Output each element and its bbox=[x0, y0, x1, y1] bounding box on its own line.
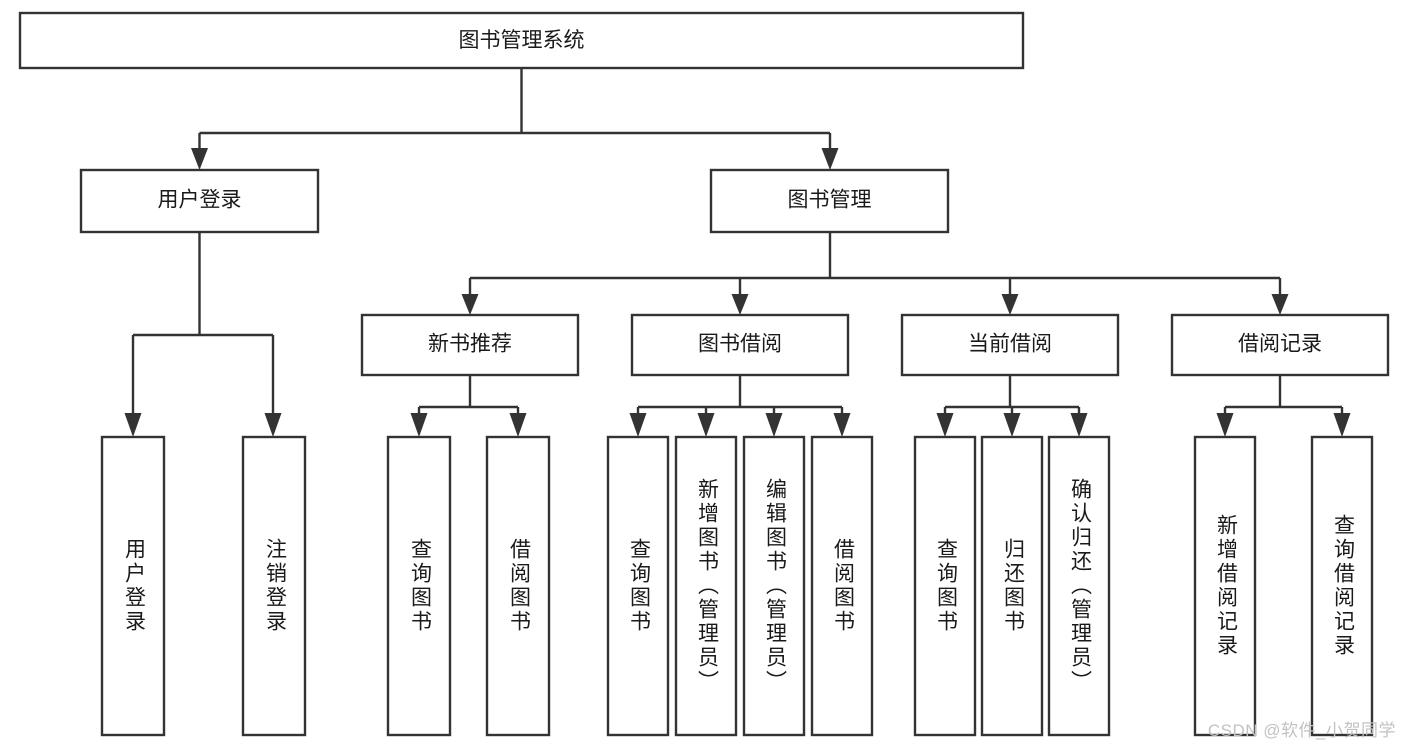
node-leaf-edit-book[interactable]: 编辑图书（管理员） bbox=[742, 435, 806, 737]
node-borrow-record-box[interactable] bbox=[1170, 313, 1390, 377]
node-root-box[interactable] bbox=[18, 11, 1025, 70]
node-book-manage-label: 图书管理 bbox=[788, 189, 872, 212]
node-borrow-record[interactable]: 借阅记录 bbox=[1170, 313, 1390, 377]
arrow-head-leaf-logout bbox=[264, 413, 282, 437]
arrow-head-leaf-borrow-book bbox=[833, 413, 851, 437]
node-leaf-query-book[interactable]: 查询图书 bbox=[606, 435, 670, 737]
node-leaf-borrow-book-rec-label: 借阅图书 bbox=[507, 538, 531, 634]
node-user-login-label: 用户登录 bbox=[158, 189, 242, 212]
node-current-borrow-label: 当前借阅 bbox=[968, 333, 1052, 356]
arrow-head-leaf-return-book bbox=[1003, 413, 1021, 437]
node-user-login[interactable]: 用户登录 bbox=[79, 168, 320, 234]
node-new-book-rec-box[interactable] bbox=[360, 313, 580, 377]
node-leaf-logout[interactable]: 注销登录 bbox=[241, 435, 307, 737]
arrow-head-leaf-query-record bbox=[1333, 413, 1351, 437]
node-current-borrow[interactable]: 当前借阅 bbox=[900, 313, 1120, 377]
node-leaf-add-book[interactable]: 新增图书（管理员） bbox=[674, 435, 738, 737]
arrow-head-book-manage bbox=[821, 148, 839, 170]
arrow-head-leaf-confirm-return bbox=[1070, 413, 1088, 437]
arrow-head-user-login bbox=[191, 148, 208, 170]
node-leaf-query-book-box[interactable] bbox=[606, 435, 670, 737]
node-leaf-query-book-label: 查询图书 bbox=[627, 538, 651, 634]
node-current-borrow-box[interactable] bbox=[900, 313, 1120, 377]
arrow-head-leaf-query-book-rec bbox=[410, 413, 428, 437]
arrow-head-leaf-user-login bbox=[124, 413, 142, 437]
node-leaf-query-book-rec-box[interactable] bbox=[386, 435, 452, 737]
arrow-head-book-borrow bbox=[731, 294, 749, 315]
node-leaf-edit-book-box[interactable] bbox=[742, 435, 806, 737]
arrow-head-leaf-query-book bbox=[629, 413, 647, 437]
node-leaf-add-record-box[interactable] bbox=[1193, 435, 1257, 737]
node-user-login-box[interactable] bbox=[79, 168, 320, 234]
node-leaf-add-record[interactable]: 新增借阅记录 bbox=[1193, 435, 1257, 737]
node-leaf-user-login-box[interactable] bbox=[100, 435, 166, 737]
node-book-manage[interactable]: 图书管理 bbox=[709, 168, 950, 234]
node-leaf-user-login-label: 用户登录 bbox=[122, 538, 146, 634]
node-leaf-query-record[interactable]: 查询借阅记录 bbox=[1310, 435, 1374, 737]
node-leaf-query-book-rec-label: 查询图书 bbox=[408, 538, 432, 634]
node-book-manage-box[interactable] bbox=[709, 168, 950, 234]
watermark: CSDN @软件_小贺同学 bbox=[1207, 721, 1396, 740]
arrow-head-leaf-query-book-cur bbox=[936, 413, 954, 437]
arrow-head-new-book-rec bbox=[461, 294, 479, 315]
node-leaf-query-book-rec[interactable]: 查询图书 bbox=[386, 435, 452, 737]
node-leaf-borrow-book-box[interactable] bbox=[810, 435, 874, 737]
node-leaf-borrow-book-rec[interactable]: 借阅图书 bbox=[485, 435, 551, 737]
node-new-book-rec[interactable]: 新书推荐 bbox=[360, 313, 580, 377]
node-new-book-rec-label: 新书推荐 bbox=[428, 333, 512, 356]
node-leaf-logout-box[interactable] bbox=[241, 435, 307, 737]
node-leaf-borrow-book-rec-box[interactable] bbox=[485, 435, 551, 737]
node-leaf-confirm-return-label: 确认归还（管理员） bbox=[1068, 478, 1092, 694]
arrow-head-leaf-add-record bbox=[1216, 413, 1234, 437]
arrow-head-current-borrow bbox=[1001, 294, 1019, 315]
node-book-borrow[interactable]: 图书借阅 bbox=[630, 313, 850, 377]
node-leaf-user-login[interactable]: 用户登录 bbox=[100, 435, 166, 737]
node-leaf-query-record-box[interactable] bbox=[1310, 435, 1374, 737]
node-leaf-return-book-label: 归还图书 bbox=[1001, 538, 1025, 634]
arrow-head-borrow-record bbox=[1271, 294, 1289, 315]
node-leaf-query-book-cur-box[interactable] bbox=[913, 435, 977, 737]
node-leaf-add-book-label: 新增图书（管理员） bbox=[695, 478, 719, 694]
node-root-label: 图书管理系统 bbox=[459, 29, 585, 52]
node-book-borrow-box[interactable] bbox=[630, 313, 850, 377]
arrow-head-leaf-edit-book bbox=[765, 413, 783, 437]
node-root[interactable]: 图书管理系统 bbox=[18, 11, 1025, 70]
node-leaf-logout-label: 注销登录 bbox=[263, 538, 287, 634]
node-leaf-query-book-cur[interactable]: 查询图书 bbox=[913, 435, 977, 737]
node-leaf-confirm-return-box[interactable] bbox=[1047, 435, 1111, 737]
node-leaf-borrow-book[interactable]: 借阅图书 bbox=[810, 435, 874, 737]
node-leaf-query-book-cur-label: 查询图书 bbox=[934, 538, 958, 634]
arrow-head-leaf-borrow-book-rec bbox=[509, 413, 527, 437]
node-leaf-return-book-box[interactable] bbox=[980, 435, 1044, 737]
arrow-head-leaf-add-book bbox=[697, 413, 715, 437]
node-leaf-confirm-return[interactable]: 确认归还（管理员） bbox=[1047, 435, 1111, 737]
node-leaf-add-record-label: 新增借阅记录 bbox=[1214, 514, 1238, 658]
node-book-borrow-label: 图书借阅 bbox=[698, 333, 782, 356]
node-leaf-add-book-box[interactable] bbox=[674, 435, 738, 737]
node-leaf-edit-book-label: 编辑图书（管理员） bbox=[763, 478, 787, 694]
connector-layer bbox=[124, 68, 1351, 437]
node-leaf-borrow-book-label: 借阅图书 bbox=[831, 538, 855, 634]
node-leaf-return-book[interactable]: 归还图书 bbox=[980, 435, 1044, 737]
node-borrow-record-label: 借阅记录 bbox=[1238, 333, 1322, 356]
node-leaf-query-record-label: 查询借阅记录 bbox=[1331, 514, 1355, 658]
